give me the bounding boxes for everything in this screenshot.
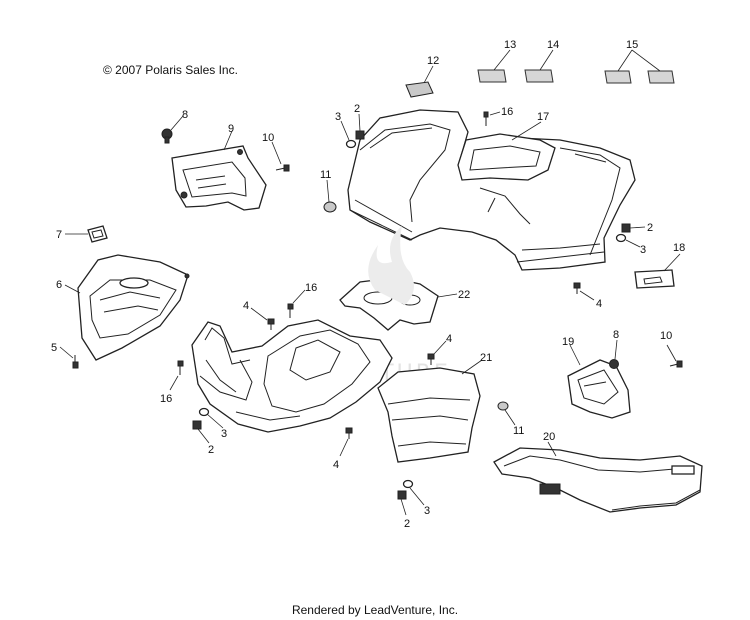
part-front-fender	[191, 319, 393, 433]
callout-2: 2	[354, 103, 360, 115]
part-16-screw-b	[287, 303, 294, 318]
part-11-plug-b	[497, 401, 509, 411]
callout-11: 11	[513, 425, 524, 437]
callout-2: 2	[647, 222, 653, 234]
part-10-screw-b	[669, 360, 683, 368]
part-3-washer-c	[198, 407, 210, 417]
callout-8: 8	[182, 109, 188, 121]
part-20-seat	[493, 447, 703, 513]
part-6-front-nose	[77, 254, 190, 361]
callout-4: 4	[243, 300, 249, 312]
part-17-rear-fender	[347, 109, 636, 271]
callout-21: 21	[480, 352, 492, 364]
callout-4: 4	[333, 459, 339, 471]
callout-3: 3	[424, 505, 430, 517]
part-11-plug-a	[323, 201, 337, 213]
part-16-screw-top	[483, 111, 489, 126]
part-2-nut-b	[621, 223, 631, 233]
callout-14: 14	[547, 39, 559, 51]
callout-10: 10	[660, 330, 672, 342]
callout-3: 3	[335, 111, 341, 123]
part-4-screw-d	[345, 427, 353, 439]
callout-16: 16	[501, 106, 513, 118]
part-10-screw	[275, 164, 290, 172]
callout-6: 6	[56, 279, 62, 291]
callout-12: 12	[427, 55, 439, 67]
callout-16: 16	[160, 393, 172, 405]
callout-16: 16	[305, 282, 317, 294]
callout-22: 22	[458, 289, 470, 301]
part-2-nut-c	[192, 420, 202, 430]
callout-7: 7	[56, 229, 62, 241]
callout-15: 15	[626, 39, 638, 51]
part-4-screw-b	[267, 318, 275, 330]
callout-4: 4	[596, 298, 602, 310]
footer-credit: Rendered by LeadVenture, Inc.	[291, 603, 459, 617]
callout-3: 3	[640, 244, 646, 256]
callout-2: 2	[208, 444, 214, 456]
part-8-fastener-b	[609, 359, 619, 369]
callout-10: 10	[262, 132, 274, 144]
callout-5: 5	[51, 342, 57, 354]
callout-17: 17	[537, 111, 549, 123]
part-16-screw-c	[177, 360, 184, 375]
part-19-side-panel	[567, 359, 631, 419]
part-9-side-panel	[171, 145, 267, 211]
part-4-screw-a	[573, 282, 581, 294]
callout-9: 9	[228, 123, 234, 135]
callout-18: 18	[673, 242, 685, 254]
part-8-fastener	[161, 128, 173, 144]
part-3-washer-a	[345, 139, 357, 149]
decal-14	[524, 69, 554, 83]
part-5-screw	[72, 355, 79, 369]
copyright-text: © 2007 Polaris Sales Inc.	[103, 63, 238, 77]
part-2-nut-a	[355, 130, 365, 140]
part-2-nut-d	[397, 490, 407, 500]
callout-11: 11	[320, 169, 331, 181]
part-4-screw-c	[427, 353, 435, 365]
callout-13: 13	[504, 39, 516, 51]
callout-19: 19	[562, 336, 574, 348]
callout-4: 4	[446, 333, 452, 345]
part-3-washer-b	[615, 233, 627, 243]
callout-labels: 13 14 15 12 8 9 10 3 2 16 17 11 2 3 18 4…	[51, 39, 685, 530]
callout-20: 20	[543, 431, 555, 443]
callout-3: 3	[221, 428, 227, 440]
part-3-washer-d	[402, 479, 414, 489]
decal-15	[604, 70, 675, 84]
part-12-badge	[405, 81, 434, 98]
callout-2: 2	[404, 518, 410, 530]
part-7-bracket	[87, 225, 108, 243]
part-21-side-panel	[377, 367, 481, 463]
part-18-decal	[634, 269, 675, 289]
callout-8: 8	[613, 329, 619, 341]
decal-13	[477, 69, 507, 83]
